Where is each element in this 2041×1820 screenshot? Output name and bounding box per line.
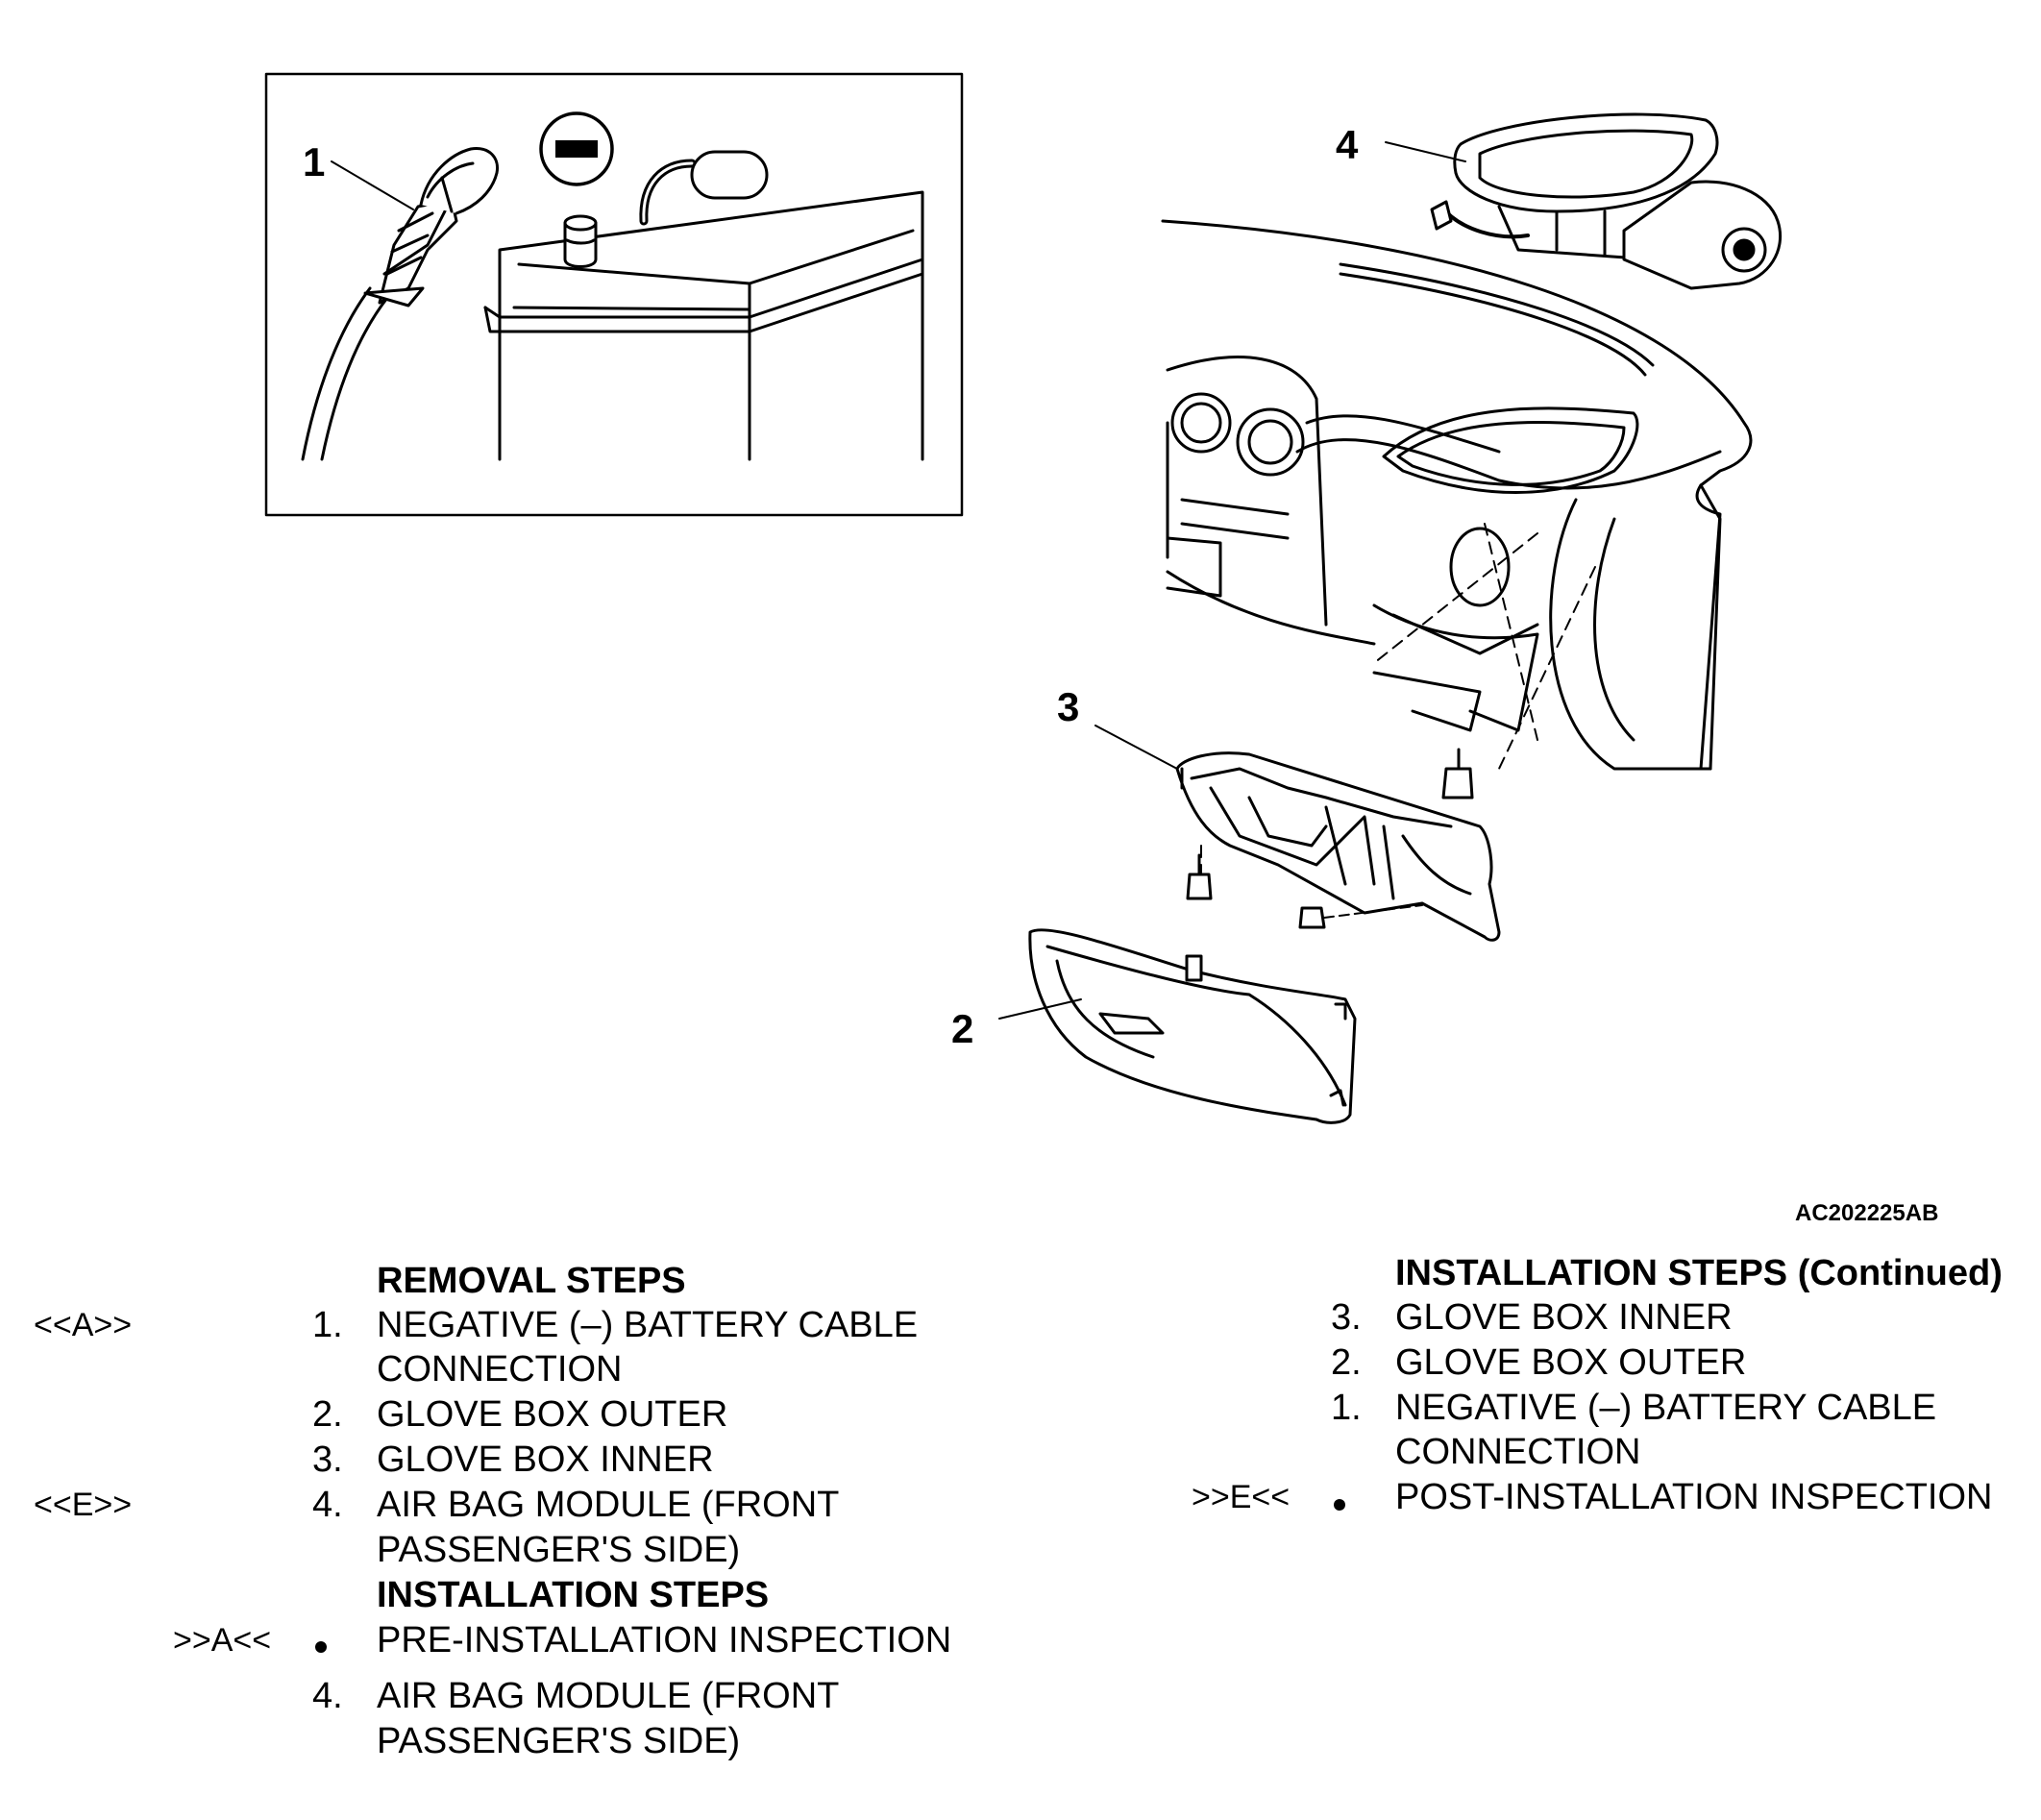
step-code: <<A>> — [34, 1307, 133, 1343]
step-number: 3. — [312, 1439, 343, 1480]
battery — [483, 150, 924, 461]
step-number: 3. — [1331, 1297, 1362, 1338]
glove-box-inner — [1094, 725, 1501, 942]
inset-frame — [264, 72, 964, 517]
callout-4: 4 — [1336, 122, 1359, 167]
step-number: 1. — [312, 1305, 343, 1345]
step-text: CONNECTION — [377, 1349, 623, 1390]
step-number: 4. — [312, 1676, 343, 1716]
step-number: 2. — [312, 1394, 343, 1435]
step-text: POST-INSTALLATION INSPECTION — [1395, 1477, 1993, 1517]
negative-battery-cable — [301, 147, 500, 461]
step-bullet — [1334, 1499, 1345, 1511]
figure-id: AC202225AB — [1795, 1200, 1939, 1226]
step-number: 1. — [1331, 1388, 1362, 1428]
step-text: NEGATIVE (–) BATTERY CABLE — [377, 1305, 919, 1345]
leader-4 — [1385, 141, 1466, 162]
step-text: GLOVE BOX INNER — [377, 1439, 714, 1480]
leader-2 — [998, 998, 1082, 1020]
step-bullet — [315, 1641, 327, 1653]
leader-1 — [331, 160, 414, 210]
step-text: NEGATIVE (–) BATTERY CABLE — [1395, 1388, 1937, 1428]
installation-heading: INSTALLATION STEPS — [377, 1575, 770, 1615]
step-text: CONNECTION — [1395, 1432, 1641, 1472]
step-text: GLOVE BOX INNER — [1395, 1297, 1733, 1338]
glove-box-outer — [998, 928, 1357, 1124]
step-code: >>E<< — [1192, 1479, 1291, 1515]
step-code: >>A<< — [173, 1622, 272, 1659]
negative-terminal-icon — [539, 111, 614, 186]
step-number: 2. — [1331, 1342, 1362, 1383]
step-text: GLOVE BOX OUTER — [377, 1394, 728, 1435]
removal-heading: REMOVAL STEPS — [377, 1261, 686, 1301]
battery-inset — [264, 72, 964, 517]
step-text: PASSENGER'S SIDE) — [377, 1721, 741, 1761]
step-code: <<E>> — [34, 1487, 133, 1523]
callout-2: 2 — [951, 1006, 974, 1051]
callout-1: 1 — [303, 139, 326, 184]
step-text: PASSENGER'S SIDE) — [377, 1530, 741, 1570]
instrument-panel — [1161, 219, 1753, 875]
step-text: PRE-INSTALLATION INSPECTION — [377, 1620, 952, 1660]
step-number: 4. — [312, 1485, 343, 1525]
callout-3: 3 — [1057, 684, 1080, 729]
step-text: AIR BAG MODULE (FRONT — [377, 1485, 840, 1525]
step-text: AIR BAG MODULE (FRONT — [377, 1676, 840, 1716]
installation-continued-heading: INSTALLATION STEPS (Continued) — [1395, 1253, 2003, 1293]
air-bag-module — [1385, 112, 1783, 290]
step-text: GLOVE BOX OUTER — [1395, 1342, 1747, 1383]
leader-3 — [1094, 725, 1178, 770]
